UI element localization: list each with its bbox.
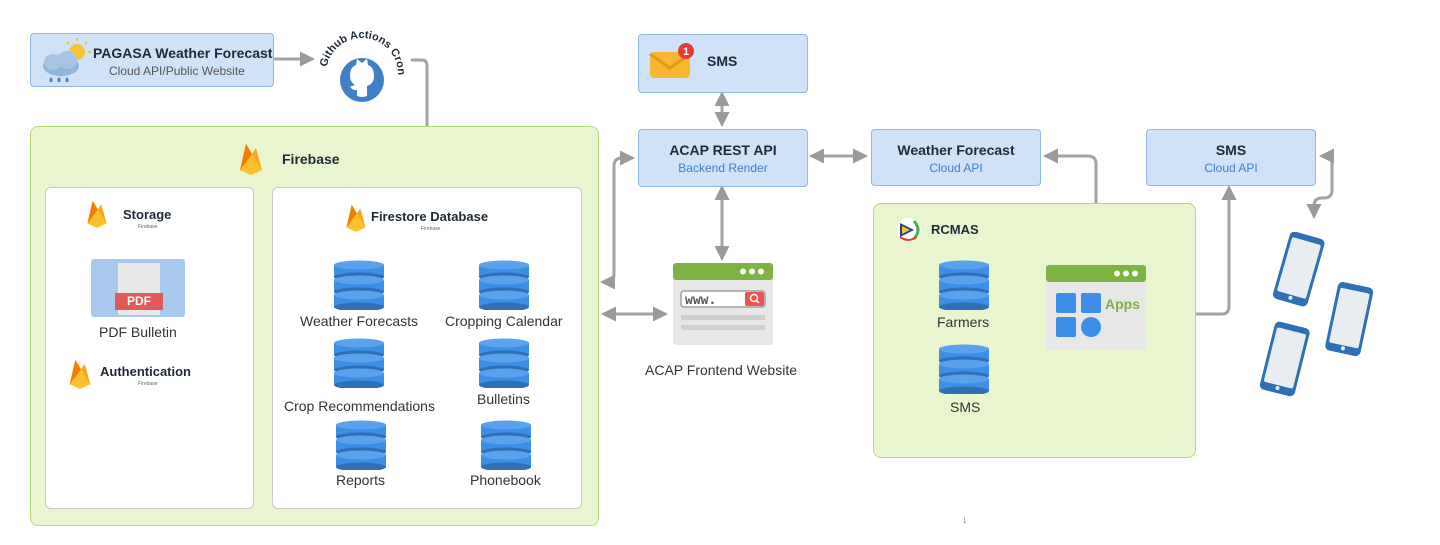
collection-weather-forecasts: Weather Forecasts — [300, 313, 419, 329]
rcmas-logo-icon — [897, 218, 921, 242]
firebase-icon — [240, 144, 262, 175]
pagasa-subtitle: Cloud API/Public Website — [109, 64, 245, 78]
pdf-bulletin-label: PDF Bulletin — [99, 324, 177, 340]
pdf-badge: PDF — [115, 293, 163, 310]
acap-rest-api-box: ACAP REST API Backend Render — [638, 129, 808, 187]
mail-icon: 1 — [649, 43, 694, 78]
arrow-weather-apps — [1043, 148, 1104, 263]
sms-top-label: SMS — [707, 53, 738, 69]
rcmas-farmers-label: Farmers — [937, 314, 990, 330]
weather-icon — [43, 38, 91, 83]
rcmas-sms-label: SMS — [950, 399, 981, 415]
firebase-title: Firebase — [282, 151, 340, 167]
pagasa-title: PAGASA Weather Forecast — [93, 45, 273, 61]
phone-icon — [1325, 281, 1374, 357]
browser-icon: www. — [673, 263, 773, 345]
rcmas-title: RCMAS — [931, 222, 979, 237]
weather-forecast-subtitle: Cloud API — [929, 161, 983, 175]
sms-api-subtitle: Cloud API — [1204, 161, 1258, 175]
github-icon: Github Actions Cron — [318, 29, 407, 102]
db-phonebook-icon — [481, 420, 531, 470]
weather-forecast-box: Weather Forecast Cloud API — [871, 129, 1041, 186]
frontend-label: ACAP Frontend Website — [645, 362, 798, 378]
acap-rest-api-title: ACAP REST API — [669, 142, 777, 158]
db-crop-recommendations-icon — [334, 338, 384, 388]
sms-api-box: SMS Cloud API — [1146, 129, 1316, 186]
phones-icon — [1259, 232, 1374, 397]
auth-sub: Firebase — [138, 381, 158, 387]
storage-title: Storage — [123, 207, 172, 222]
collection-cropping-calendar: Cropping Calendar — [445, 313, 563, 329]
arrow-github-firestore — [410, 58, 435, 185]
storage-panel — [45, 187, 254, 509]
pagasa-box: PAGASA Weather Forecast Cloud API/Public… — [30, 33, 274, 87]
collection-crop-recommendations: Crop Recommendations — [284, 398, 435, 414]
apps-icon: Apps — [1046, 265, 1146, 350]
sms-api-title: SMS — [1215, 142, 1247, 158]
arrow-apps-smsapi — [1143, 185, 1237, 322]
collection-reports: Reports — [336, 472, 386, 488]
storage-sub: Firebase — [138, 224, 158, 230]
acap-rest-api-subtitle: Backend Render — [678, 161, 768, 175]
firebase-auth-icon — [69, 359, 91, 389]
db-weather-forecasts-icon — [334, 260, 384, 310]
auth-title: Authentication — [100, 364, 191, 379]
collection-bulletins: Bulletins — [477, 391, 530, 407]
footer-mark: ↓ — [962, 514, 968, 526]
db-farmers-icon — [939, 260, 989, 310]
browser-url: www. — [685, 293, 716, 308]
db-sms-icon — [939, 344, 989, 394]
apps-label: Apps — [1105, 296, 1140, 312]
sms-badge: 1 — [683, 46, 689, 58]
firestore-sub: Firebase — [421, 226, 441, 232]
db-bulletins-icon — [479, 338, 529, 388]
phone-icon — [1272, 232, 1325, 307]
phone-icon — [1259, 321, 1310, 397]
weather-forecast-title: Weather Forecast — [897, 142, 1015, 158]
firebase-storage-icon — [87, 200, 107, 228]
arrow-firebase-acap — [600, 150, 635, 290]
firestore-title: Firestore Database — [371, 209, 489, 224]
firestore-panel — [272, 187, 582, 509]
db-reports-icon — [336, 420, 386, 470]
arrow-smsapi-phones — [1306, 148, 1334, 219]
collection-phonebook: Phonebook — [470, 472, 541, 488]
firebase-firestore-icon — [346, 204, 366, 232]
db-cropping-calendar-icon — [479, 260, 529, 310]
